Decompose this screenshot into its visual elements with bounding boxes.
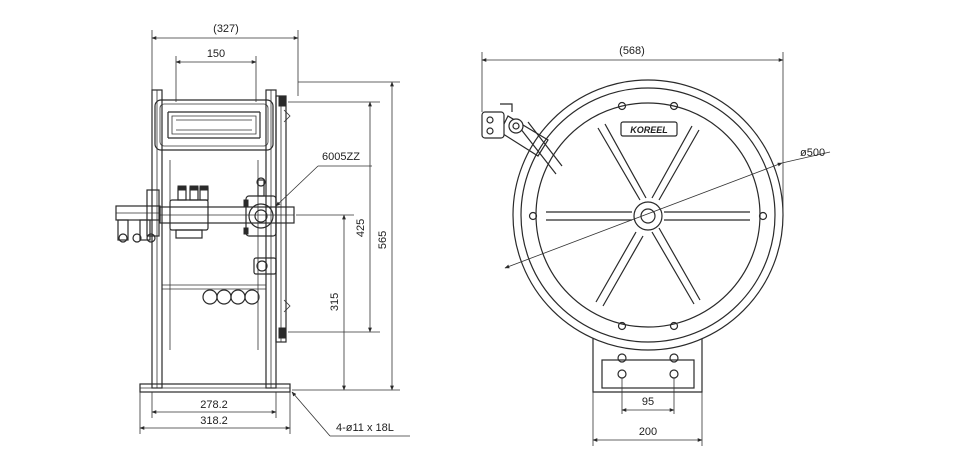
mounting-holes-callout: 4-ø11 x 18L xyxy=(291,391,410,437)
dim-95-label: 95 xyxy=(642,396,654,408)
dim-height-565: 565 xyxy=(292,81,400,391)
dim-278-label: 278.2 xyxy=(200,399,228,411)
diameter-label: ø500 xyxy=(800,147,825,159)
lock-mechanism xyxy=(253,257,277,275)
dim-frame-width: 150 xyxy=(175,48,257,102)
dim-315-label: 315 xyxy=(329,293,341,311)
bearing-hub xyxy=(243,177,277,237)
dim-327-label: (327) xyxy=(213,23,239,35)
dim-150-label: 150 xyxy=(207,48,225,60)
brand-logo: KOREEL xyxy=(620,121,678,137)
dim-568-label: (568) xyxy=(619,45,645,57)
front-view: KOREEL (568) ø500 xyxy=(481,45,831,446)
dim-drum-diameter: ø500 xyxy=(504,147,831,269)
dim-front-width: (568) xyxy=(481,45,784,215)
dim-318-label: 318.2 xyxy=(200,415,228,427)
side-view: (327) 150 6005ZZ 425 565 xyxy=(115,23,410,437)
dim-425-label: 425 xyxy=(355,219,367,237)
dim-height-425: 425 xyxy=(288,101,380,333)
dim-overall-width: (327) xyxy=(151,23,299,96)
hose-fittings xyxy=(169,185,209,239)
logo-text: KOREEL xyxy=(630,125,668,135)
reel-flange xyxy=(275,95,291,343)
spacer-rings xyxy=(202,289,260,305)
top-handle xyxy=(154,99,274,151)
holes-label: 4-ø11 x 18L xyxy=(336,422,394,434)
outer-drum xyxy=(512,79,784,351)
dim-hole-spacing: 95 xyxy=(621,378,675,414)
swivel-inlet xyxy=(115,189,161,243)
dim-height-315: 315 xyxy=(296,214,354,391)
dim-base-318: 318.2 xyxy=(139,392,291,434)
bearing-callout: 6005ZZ xyxy=(275,151,372,207)
bearing-label: 6005ZZ xyxy=(322,151,360,163)
dim-200-label: 200 xyxy=(639,426,657,438)
dim-base-278: 278.2 xyxy=(151,392,277,418)
dim-565-label: 565 xyxy=(377,231,389,249)
dim-base-width: 200 xyxy=(592,392,703,446)
